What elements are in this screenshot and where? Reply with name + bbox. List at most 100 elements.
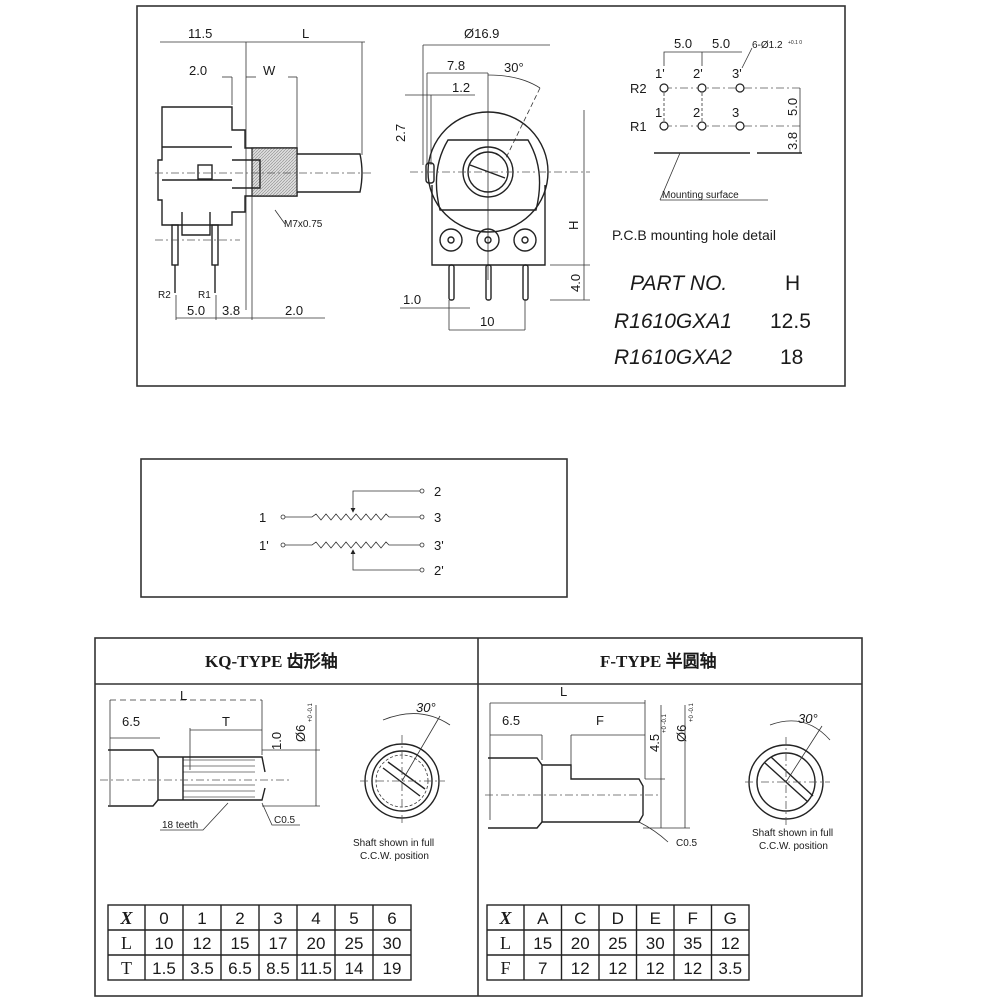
table-cell: 35 <box>683 934 702 953</box>
dim-10: 10 <box>480 314 494 329</box>
f-type-title: F-TYPE 半圆轴 <box>600 651 717 671</box>
table-cell: C <box>574 909 586 928</box>
table-cell: 3.5 <box>718 959 742 978</box>
pcb-detail-title: P.C.B mounting hole detail <box>612 227 776 243</box>
table-cell: 15 <box>231 934 250 953</box>
f-dim-diameter-tolerance: +0 -0.1 <box>689 702 695 722</box>
dim-angle-30: 30° <box>504 60 524 75</box>
row-label-R1: R1 <box>630 119 647 134</box>
dim-diameter-16-9: Ø16.9 <box>464 26 499 41</box>
pin-label-R2: R2 <box>158 290 171 301</box>
table-cell: 3 <box>273 909 282 928</box>
pin-3-prime: 3' <box>732 66 742 81</box>
table-cell: 6 <box>387 909 396 928</box>
schematic-panel: 1 2 3 1' 3' 2' <box>140 458 568 598</box>
f-dim-4-5: 4.5 <box>647 734 662 752</box>
dim-1-0: 1.0 <box>403 292 421 307</box>
kq-dim-1-0: 1.0 <box>269 732 284 750</box>
kq-dim-L: L <box>180 688 187 703</box>
table-cell: G <box>724 909 737 928</box>
table-cell: 15 <box>533 934 552 953</box>
table-cell: 25 <box>608 934 627 953</box>
table-cell: 30 <box>646 934 665 953</box>
table-cell: 14 <box>345 959 364 978</box>
f-dim-L: L <box>560 684 567 699</box>
table-cell: 12 <box>683 959 702 978</box>
dim-4-0: 4.0 <box>568 274 583 292</box>
kq-type-title: KQ-TYPE 齿形轴 <box>205 651 338 671</box>
pitch-5-0-right: 5.0 <box>712 36 730 51</box>
table-cell: 1.5 <box>152 959 176 978</box>
shaft-types-panel: KQ-TYPE 齿形轴 F-TYPE 半圆轴 <box>94 637 863 997</box>
table-cell: 12 <box>646 959 665 978</box>
dim-2-0-bottom: 2.0 <box>285 303 303 318</box>
resistor-R2 <box>285 541 420 549</box>
table-cell: 19 <box>383 959 402 978</box>
table-cell: 20 <box>571 934 590 953</box>
kq-dim-6-5: 6.5 <box>122 714 140 729</box>
dim-L: L <box>302 26 309 41</box>
table-cell: 25 <box>345 934 364 953</box>
f-dim-F: F <box>596 713 604 728</box>
table-cell: 11.5 <box>300 959 332 978</box>
kq-note-line1: Shaft shown in full <box>353 838 434 849</box>
schematic-pin-1-prime: 1' <box>259 538 269 553</box>
pin-2: 2 <box>693 105 700 120</box>
table-cell: 20 <box>307 934 326 953</box>
row-label-R2: R2 <box>630 81 647 96</box>
dim-7-8: 7.8 <box>447 58 465 73</box>
table-cell: X <box>119 908 133 928</box>
dim-2-7: 2.7 <box>393 124 408 142</box>
f-chamfer-label: C0.5 <box>676 838 698 849</box>
part-number: R1610GXA1 <box>614 310 732 333</box>
schematic-pin-2: 2 <box>434 484 441 499</box>
f-note-line2: C.C.W. position <box>759 841 828 852</box>
table-cell: D <box>612 909 624 928</box>
kq-dim-tolerance: +0 -0.1 <box>308 702 314 722</box>
kq-shaft-end-view <box>360 713 451 825</box>
table-cell: 0 <box>159 909 168 928</box>
table-cell: T <box>121 958 132 978</box>
part-number-table: PART NO. H R1610GXA1 12.5 R1610GXA2 18 <box>614 272 811 369</box>
schematic-pin-2-prime: 2' <box>434 563 444 578</box>
pin-1-prime: 1' <box>655 66 665 81</box>
table-border <box>486 904 750 981</box>
pcb-holes <box>659 83 745 131</box>
pin-3: 3 <box>732 105 739 120</box>
resistor-R1 <box>285 513 420 521</box>
schematic-pin-3: 3 <box>434 510 441 525</box>
table-cell: 12 <box>608 959 627 978</box>
vert-5-0: 5.0 <box>785 98 800 116</box>
hole-tolerance: +0.1 0 <box>788 40 802 46</box>
pin-label-R1: R1 <box>198 290 211 301</box>
table-cell: A <box>537 909 549 928</box>
front-view: Ø16.9 7.8 30° 1.2 2.7 H 4.0 1.0 10 <box>393 26 590 331</box>
table-cell: 8.5 <box>266 959 290 978</box>
kq-teeth-label: 18 teeth <box>162 820 198 831</box>
pin-1: 1 <box>655 105 662 120</box>
table-cell: 2 <box>235 909 244 928</box>
dim-H: H <box>566 221 581 230</box>
part-H-value: 18 <box>780 346 803 369</box>
schematic-pin-1: 1 <box>259 510 266 525</box>
table-cell: 7 <box>538 959 547 978</box>
f-dim-diameter: Ø6 <box>674 725 689 742</box>
table-cell: 3.5 <box>190 959 214 978</box>
kq-dim-diameter: Ø6 <box>293 725 308 742</box>
table-cell: F <box>688 909 698 928</box>
table-cell: 17 <box>269 934 288 953</box>
part-H-value: 12.5 <box>770 310 811 333</box>
table-cell: X <box>498 908 512 928</box>
table-cell: 10 <box>155 934 174 953</box>
table-cell: 6.5 <box>228 959 252 978</box>
kq-angle-30: 30° <box>416 700 436 715</box>
table-cell: 4 <box>311 909 320 928</box>
dim-W: W <box>263 63 276 78</box>
dim-2-0-top: 2.0 <box>189 63 207 78</box>
table-cell: E <box>650 909 661 928</box>
f-shaft-end-view <box>745 720 831 826</box>
f-note-line1: Shaft shown in full <box>752 828 833 839</box>
